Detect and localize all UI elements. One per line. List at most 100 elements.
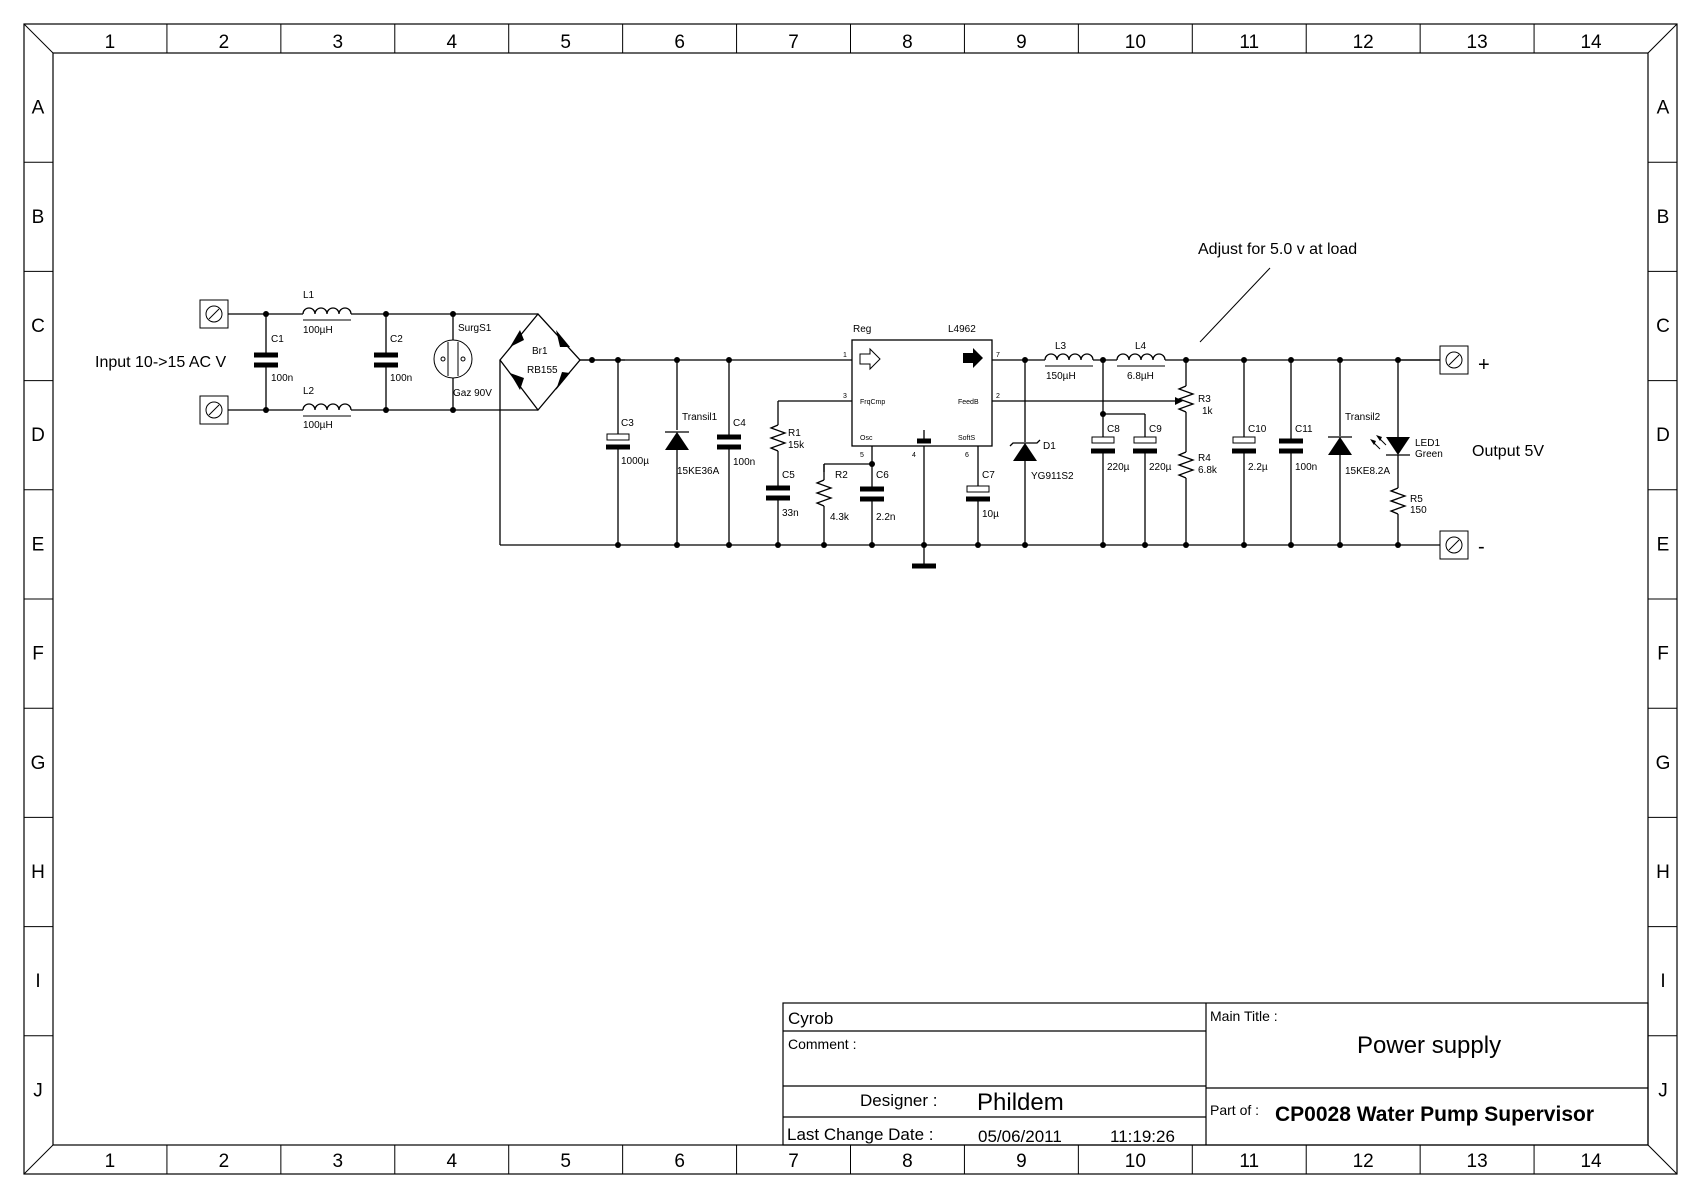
svg-text:C11: C11	[1295, 424, 1313, 435]
row-label-left-E: E	[32, 534, 45, 555]
capacitor-c1: C1 100n	[254, 314, 293, 410]
part-of-label: Part of :	[1210, 1102, 1259, 1118]
svg-text:Gaz 90V: Gaz 90V	[453, 388, 492, 399]
svg-text:L4962: L4962	[948, 324, 976, 335]
svg-text:6: 6	[965, 452, 969, 459]
svg-text:R4: R4	[1198, 453, 1211, 464]
svg-text:15KE36A: 15KE36A	[677, 466, 720, 477]
designer-name: Phildem	[977, 1089, 1064, 1116]
row-label-right-F: F	[1657, 644, 1669, 665]
column-label-bottom-11: 11	[1239, 1151, 1259, 1172]
column-label-bottom-5: 5	[560, 1151, 571, 1172]
svg-text:C7: C7	[982, 470, 995, 481]
svg-text:L4: L4	[1135, 341, 1147, 352]
svg-text:SoftS: SoftS	[958, 435, 975, 442]
column-label-bottom-13: 13	[1467, 1151, 1488, 1172]
svg-text:1000µ: 1000µ	[621, 456, 649, 467]
main-title: Power supply	[1357, 1032, 1501, 1059]
svg-text:RB155: RB155	[527, 365, 558, 376]
dc-rails	[500, 357, 1401, 548]
row-label-right-J: J	[1658, 1080, 1668, 1101]
svg-text:100n: 100n	[390, 373, 412, 384]
row-label-left-A: A	[32, 98, 45, 119]
svg-text:Reg: Reg	[853, 324, 871, 335]
diode-d1: D1 YG911S2	[1009, 360, 1074, 545]
svg-text:100n: 100n	[1295, 462, 1317, 473]
led-led1: LED1 Green	[1370, 360, 1443, 488]
input-wires	[228, 311, 538, 413]
column-label-bottom-2: 2	[219, 1151, 230, 1172]
capacitor-c3: C3 1000µ	[606, 360, 649, 545]
gas-arrester-surgs1: SurgS1 Gaz 90V	[433, 314, 492, 410]
svg-text:C3: C3	[621, 418, 634, 429]
column-label-bottom-12: 12	[1353, 1151, 1374, 1172]
inductor-l2: L2 100µH	[302, 386, 352, 431]
column-label-top-6: 6	[674, 32, 685, 53]
capacitor-c10: C10 2.2µ	[1232, 360, 1268, 545]
row-label-left-F: F	[32, 644, 44, 665]
column-label-top-5: 5	[560, 32, 571, 53]
column-label-top-11: 11	[1239, 32, 1259, 53]
svg-text:220µ: 220µ	[1149, 462, 1172, 473]
minus-label: -	[1478, 536, 1485, 558]
tvs-diode-transil1: Transil1 15KE36A	[665, 360, 720, 545]
resistor-r1: R1 15k	[769, 424, 805, 486]
row-label-right-D: D	[1656, 425, 1670, 446]
row-label-left-C: C	[31, 316, 45, 337]
svg-text:100n: 100n	[271, 373, 293, 384]
svg-text:Transil2: Transil2	[1345, 412, 1381, 423]
column-label-top-12: 12	[1353, 32, 1374, 53]
column-label-bottom-6: 6	[674, 1151, 685, 1172]
svg-text:Osc: Osc	[860, 435, 873, 442]
inductor-l4: L4 6.8µH	[1116, 341, 1166, 382]
inductor-l1: L1 100µH	[302, 290, 352, 336]
svg-text:220µ: 220µ	[1107, 462, 1130, 473]
svg-text:4.3k: 4.3k	[830, 512, 850, 523]
svg-text:150: 150	[1410, 505, 1427, 516]
comment-label: Comment :	[788, 1036, 856, 1052]
svg-text:L1: L1	[303, 290, 315, 301]
svg-text:C2: C2	[390, 334, 403, 345]
input-connector-top	[199, 299, 229, 329]
svg-text:C10: C10	[1248, 424, 1267, 435]
capacitor-c5: C5 33n	[766, 470, 799, 545]
last-change-label: Last Change Date :	[787, 1125, 933, 1144]
title-block: Cyrob Comment : Designer : Phildem Last …	[782, 1002, 1649, 1146]
output-label: Output 5V	[1472, 443, 1544, 460]
svg-text:2.2n: 2.2n	[876, 512, 895, 523]
svg-text:L2: L2	[303, 386, 315, 397]
capacitor-c6: C6 2.2n	[860, 464, 895, 545]
column-label-bottom-4: 4	[446, 1151, 457, 1172]
column-label-top-2: 2	[219, 32, 230, 53]
svg-text:10µ: 10µ	[982, 509, 999, 520]
svg-text:C9: C9	[1149, 424, 1162, 435]
resistor-r4: R4 6.8k	[1177, 451, 1218, 545]
bridge-rectifier-br1: Br1 RB155	[499, 313, 625, 545]
regulator-ic-l4962: Reg L4962 1 7 3 2 FrqCmp FeedB Osc SoftS…	[843, 324, 1000, 459]
svg-text:C8: C8	[1107, 424, 1120, 435]
svg-text:LED1: LED1	[1415, 438, 1440, 449]
column-label-top-7: 7	[788, 32, 799, 53]
resistor-r2: R2 4.3k	[815, 464, 850, 545]
input-label: Input 10->15 AC V	[95, 354, 227, 371]
column-label-bottom-7: 7	[788, 1151, 799, 1172]
svg-text:SurgS1: SurgS1	[458, 323, 492, 334]
svg-text:R2: R2	[835, 470, 848, 481]
row-label-left-D: D	[31, 425, 45, 446]
row-label-left-G: G	[31, 753, 46, 774]
row-label-right-E: E	[1657, 534, 1670, 555]
column-label-top-13: 13	[1467, 32, 1488, 53]
capacitor-c4: C4 100n	[717, 360, 755, 545]
svg-text:2.2µ: 2.2µ	[1248, 462, 1268, 473]
row-label-right-C: C	[1656, 316, 1670, 337]
svg-text:Br1: Br1	[532, 346, 548, 357]
part-of-value: CP0028 Water Pump Supervisor	[1275, 1103, 1594, 1126]
tvs-diode-transil2: Transil2 15KE8.2A	[1328, 360, 1390, 545]
capacitor-c8: C8 220µ	[1091, 360, 1130, 545]
svg-text:Adjust for 5.0 v at load: Adjust for 5.0 v at load	[1198, 241, 1357, 258]
svg-text:C1: C1	[271, 334, 284, 345]
column-label-top-10: 10	[1125, 32, 1146, 53]
capacitor-c11: C11 100n	[1279, 360, 1317, 545]
row-label-left-H: H	[31, 862, 45, 883]
